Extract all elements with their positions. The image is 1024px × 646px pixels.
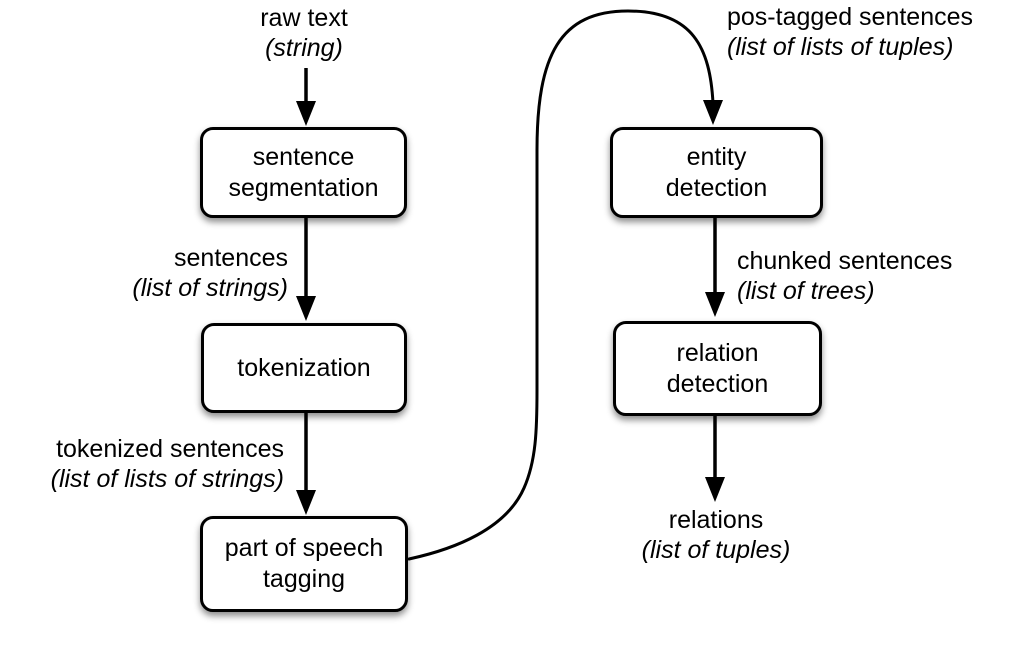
node-sentence-segmentation-label-line1: sentence bbox=[252, 142, 355, 171]
flow-label-raw-text: raw text (string) bbox=[260, 3, 348, 63]
flow-label-relations: relations (list of tuples) bbox=[642, 505, 791, 565]
arrow-tokenization-to-pos-tagging bbox=[296, 413, 316, 515]
node-sentence-segmentation-label-line2: segmentation bbox=[228, 173, 379, 202]
node-part-of-speech-tagging: part of speech tagging bbox=[200, 516, 408, 612]
flow-label-raw-text-type: (string) bbox=[265, 34, 343, 62]
node-sentence-segmentation: sentence segmentation bbox=[200, 127, 407, 218]
flow-label-raw-text-name: raw text bbox=[260, 4, 348, 32]
node-relation-detection-label-line1: relation bbox=[676, 338, 759, 367]
node-part-of-speech-tagging-label-line2: tagging bbox=[262, 565, 346, 593]
curved-arrow-pos-tagging-to-entity-detection bbox=[407, 9, 723, 561]
flow-label-pos-tagged-sentences-type: (list of lists of tuples) bbox=[727, 33, 954, 61]
node-relation-detection-label-line2: detection bbox=[666, 369, 769, 398]
flow-label-sentences-name: sentences bbox=[174, 244, 288, 272]
node-tokenization-label-line1: tokenization bbox=[237, 353, 371, 382]
flow-label-sentences: sentences (list of strings) bbox=[132, 243, 288, 303]
flow-label-pos-tagged-sentences-name: pos-tagged sentences bbox=[727, 3, 974, 31]
flow-label-relations-name: relations bbox=[668, 506, 764, 534]
flow-label-tokenized-sentences-type: (list of lists of strings) bbox=[50, 465, 284, 493]
flow-label-sentences-type: (list of strings) bbox=[132, 274, 288, 302]
arrow-entity-detection-to-relation-detection bbox=[705, 218, 725, 317]
flow-label-chunked-sentences-type: (list of trees) bbox=[737, 277, 875, 305]
flow-label-relations-type: (list of tuples) bbox=[641, 536, 791, 564]
flow-label-tokenized-sentences-name: tokenized sentences bbox=[56, 435, 284, 463]
node-entity-detection: entity detection bbox=[610, 127, 823, 218]
flow-label-pos-tagged-sentences: pos-tagged sentences (list of lists of t… bbox=[727, 2, 973, 62]
node-tokenization: tokenization bbox=[201, 323, 407, 413]
node-entity-detection-label-line1: entity bbox=[686, 142, 747, 171]
arrow-relation-detection-to-relations bbox=[705, 416, 725, 502]
arrow-sentence-segmentation-to-tokenization bbox=[296, 218, 316, 321]
arrow-raw-text-to-sentence-segmentation bbox=[296, 68, 316, 126]
flow-label-chunked-sentences-name: chunked sentences bbox=[737, 247, 953, 275]
node-entity-detection-label-line2: detection bbox=[665, 173, 768, 202]
flow-label-tokenized-sentences: tokenized sentences (list of lists of st… bbox=[51, 434, 284, 494]
node-part-of-speech-tagging-label-line1: part of speech bbox=[224, 534, 384, 562]
flow-label-chunked-sentences: chunked sentences (list of trees) bbox=[737, 246, 952, 306]
node-relation-detection: relation detection bbox=[613, 321, 822, 416]
